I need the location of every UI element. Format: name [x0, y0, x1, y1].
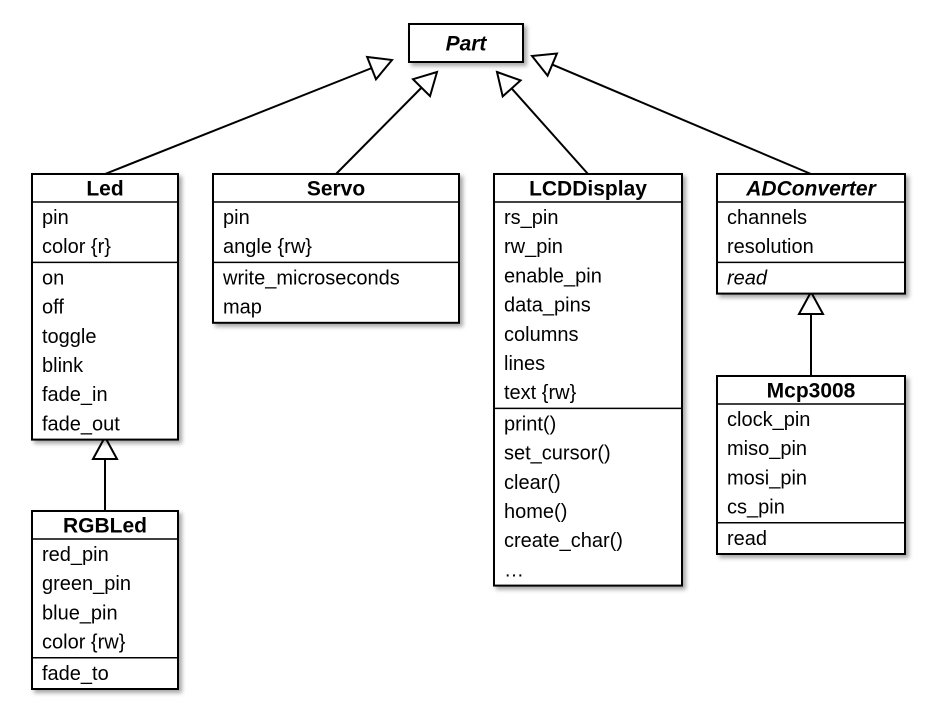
generalization-mcp3008-to-adconverter	[797, 289, 825, 376]
class-box-rgbled	[31, 510, 179, 690]
method-servo: map	[223, 297, 262, 319]
method-lcddisplay: home()	[504, 501, 567, 523]
generalization-arrowhead	[411, 70, 439, 98]
attribute-adconverter: channels	[727, 207, 807, 229]
edge-line	[104, 67, 372, 175]
method-led: blink	[42, 355, 84, 377]
class-adconverter: ADConverter channels resolution read	[716, 173, 906, 295]
edge-line	[510, 87, 589, 175]
attribute-mcp3008: mosi_pin	[727, 467, 807, 489]
attribute-lcddisplay: columns	[504, 324, 578, 346]
attribute-lcddisplay: enable_pin	[504, 265, 602, 287]
method-led: fade_in	[42, 384, 108, 406]
class-lcddisplay: LCDDisplay rs_pin rw_pin enable_pin data_pin…	[493, 173, 683, 587]
edge-line	[551, 63, 812, 175]
class-name-rgbled: RGBLed	[63, 515, 147, 538]
class-box-lcddisplay	[493, 173, 683, 587]
edge-line	[335, 86, 423, 175]
class-part: Part	[408, 23, 524, 63]
attribute-mcp3008: miso_pin	[727, 438, 807, 460]
method-led: fade_out	[42, 413, 120, 435]
attribute-mcp3008: cs_pin	[727, 497, 785, 519]
generalization-arrowhead	[530, 52, 559, 78]
class-mcp3008: Mcp3008 clock_pin miso_pin mosi_pin cs_pinre…	[716, 375, 906, 555]
class-box-part	[408, 23, 524, 63]
attribute-mcp3008: clock_pin	[727, 409, 810, 431]
method-lcddisplay: print()	[504, 413, 556, 435]
generalization-led-to-part	[104, 55, 394, 175]
class-name-adconverter: ADConverter	[745, 178, 877, 201]
attribute-rgbled: red_pin	[42, 544, 109, 566]
generalization-adconverter-to-part	[530, 52, 812, 175]
attribute-led: pin	[42, 207, 69, 229]
attribute-lcddisplay: rw_pin	[504, 236, 563, 258]
generalization-arrowhead	[495, 70, 523, 99]
attribute-lcddisplay: text {rw}	[504, 382, 577, 404]
class-name-lcddisplay: LCDDisplay	[529, 178, 647, 201]
generalization-rgbled-to-led	[91, 434, 119, 511]
class-name-mcp3008: Mcp3008	[767, 380, 856, 403]
method-led: on	[42, 267, 64, 289]
generalization-lcddisplay-to-part	[495, 70, 589, 175]
class-box-servo	[212, 173, 460, 324]
class-box-led	[31, 173, 179, 441]
attribute-adconverter: resolution	[727, 236, 814, 258]
method-mcp3008: read	[727, 528, 767, 550]
method-lcddisplay: create_char()	[504, 530, 623, 552]
attribute-servo: angle {rw}	[223, 236, 312, 258]
method-led: toggle	[42, 326, 97, 348]
attribute-lcddisplay: data_pins	[504, 295, 591, 317]
method-adconverter: read	[727, 267, 768, 289]
class-box-adconverter	[716, 173, 906, 295]
method-lcddisplay: set_cursor()	[504, 443, 611, 465]
generalization-servo-to-part	[335, 70, 439, 175]
attribute-lcddisplay: rs_pin	[504, 207, 558, 229]
generalization-arrowhead	[91, 434, 119, 460]
method-lcddisplay: …	[504, 559, 524, 581]
method-servo: write_microseconds	[222, 267, 400, 289]
method-rgbled: fade_to	[42, 663, 109, 685]
attribute-led: color {r}	[42, 236, 111, 258]
attribute-rgbled: color {rw}	[42, 632, 126, 654]
attribute-lcddisplay: lines	[504, 353, 545, 375]
method-led: off	[42, 297, 64, 319]
class-name-led: Led	[86, 178, 123, 201]
class-box-mcp3008	[716, 375, 906, 555]
generalization-arrowhead	[797, 289, 825, 315]
class-name-servo: Servo	[307, 178, 365, 201]
generalization-arrowhead	[365, 55, 394, 82]
attribute-servo: pin	[223, 207, 250, 229]
attribute-rgbled: blue_pin	[42, 602, 118, 624]
class-name-part: Part	[446, 33, 488, 56]
generalization-edges	[91, 52, 825, 511]
attribute-rgbled: green_pin	[42, 573, 131, 595]
method-lcddisplay: clear()	[504, 472, 561, 494]
